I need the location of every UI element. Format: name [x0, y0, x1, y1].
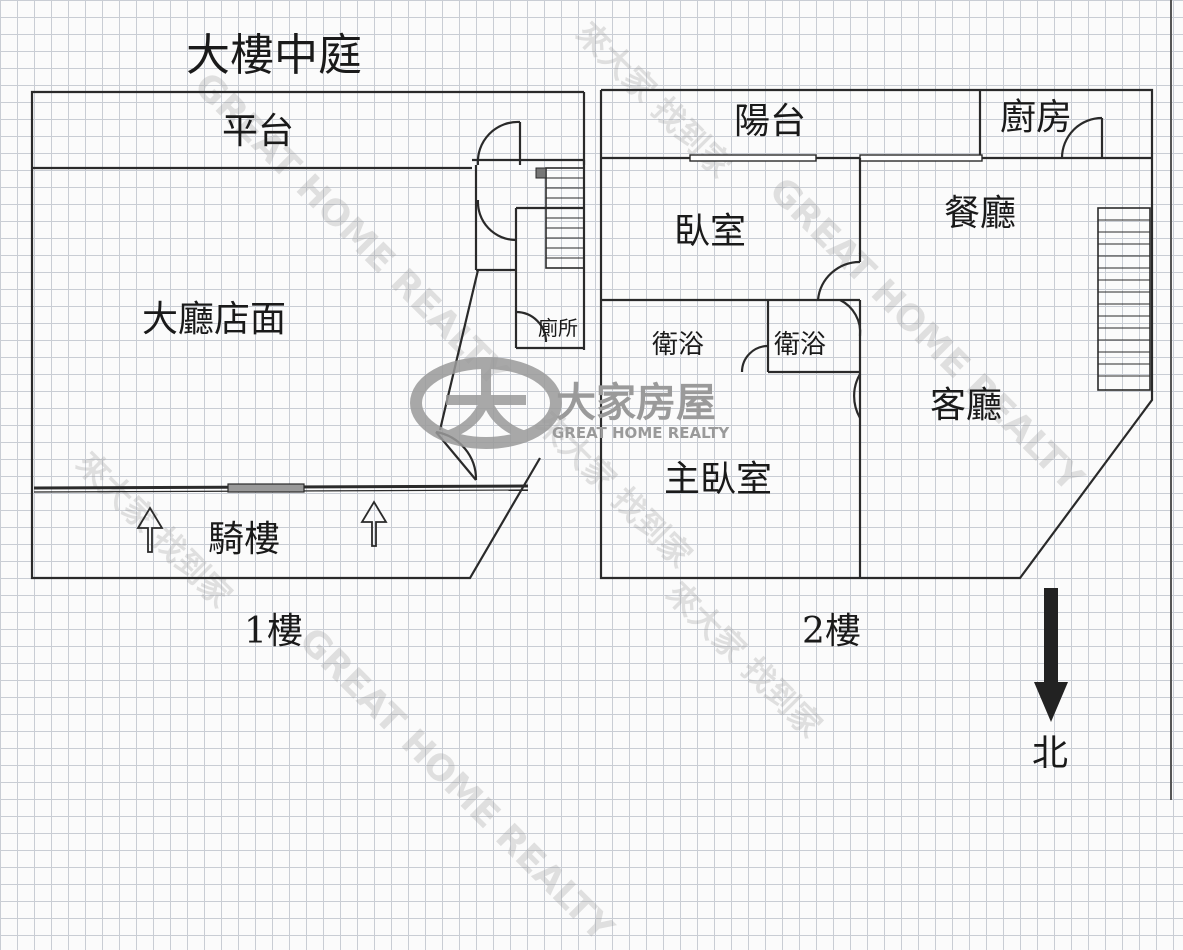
- toilet-door-arc: [515, 310, 548, 343]
- logo-subtitle: GREAT HOME REALTY: [552, 424, 730, 442]
- room-label-living: 客廳: [930, 385, 1003, 426]
- room-label-balcony: 陽台: [734, 101, 807, 142]
- floor2-label: 2樓: [802, 611, 861, 652]
- master-door-arc: [853, 373, 861, 419]
- logo-emblem: [410, 357, 562, 449]
- bath-door-arc: [740, 344, 769, 373]
- floor1-label: 1樓: [244, 611, 303, 652]
- room-label-lobby: 大廳店面: [142, 299, 287, 340]
- north-arrow-head: [1034, 682, 1068, 722]
- room-label-bedroom: 臥室: [674, 211, 747, 252]
- compass-north-label: 北: [1032, 733, 1069, 774]
- bath2-door-arc: [839, 299, 862, 337]
- logo-brand: 大家房屋: [556, 380, 716, 426]
- room-label-bath2: 衛浴: [774, 330, 827, 360]
- floor2-stairs: [1097, 207, 1151, 391]
- room-label-arcade: 騎樓: [208, 519, 281, 560]
- room-label-dining: 餐廳: [944, 193, 1017, 234]
- side-door-arc: [476, 199, 517, 242]
- entrance-arrow-right: [360, 500, 388, 547]
- floor-plan-drawing: [30, 88, 1154, 722]
- room-label-toilet: 廁所: [538, 316, 578, 340]
- kitchen-door-arc: [1060, 116, 1103, 159]
- room-label-terrace: 平台: [222, 111, 295, 152]
- floor2-outline: [599, 88, 1154, 580]
- north-arrow-shaft: [1044, 588, 1058, 684]
- room-label-bath1: 衛浴: [652, 330, 705, 360]
- upper-door-arc: [476, 120, 521, 166]
- floor1-outline: [30, 90, 584, 580]
- entrance-arrow-left: [136, 506, 164, 553]
- right-edge-border: [1170, 0, 1172, 800]
- room-label-kitchen: 廚房: [1000, 97, 1073, 138]
- room-label-master: 主臥室: [664, 459, 773, 500]
- page-title: 大樓中庭: [186, 30, 362, 81]
- bedroom-door-arc: [816, 260, 861, 301]
